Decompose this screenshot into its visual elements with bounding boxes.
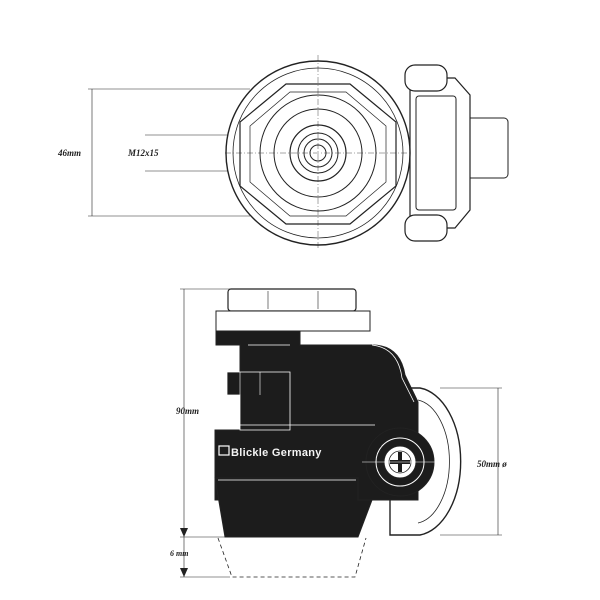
dim-6-arrow — [180, 568, 188, 577]
dashed-foot — [217, 537, 367, 578]
side-body: Blickle Germany — [214, 330, 440, 538]
brand-logo-icon — [218, 445, 230, 456]
top-octagon-inner — [249, 91, 387, 217]
top-wheel-top — [404, 64, 448, 92]
top-fork-inner — [415, 95, 457, 211]
top-view — [88, 55, 509, 250]
dim-90-label: 90mm — [176, 406, 199, 416]
side-top-plate — [227, 288, 357, 312]
side-body-notch — [226, 371, 291, 431]
dim-46-label: 46mm — [57, 148, 81, 158]
top-wheel-bottom — [404, 214, 448, 242]
body-highlight-2 — [371, 344, 415, 403]
dim-6-label: 6 mm — [170, 549, 188, 558]
dim-50-label: 50mm ø — [477, 459, 507, 469]
brand-label: Blickle Germany — [231, 447, 322, 459]
dim-90-arrow — [180, 528, 188, 537]
side-plate-base — [215, 310, 371, 332]
side-wheel-inner — [417, 399, 450, 524]
thread-label: M12x15 — [127, 148, 159, 158]
side-body-base — [214, 477, 373, 538]
